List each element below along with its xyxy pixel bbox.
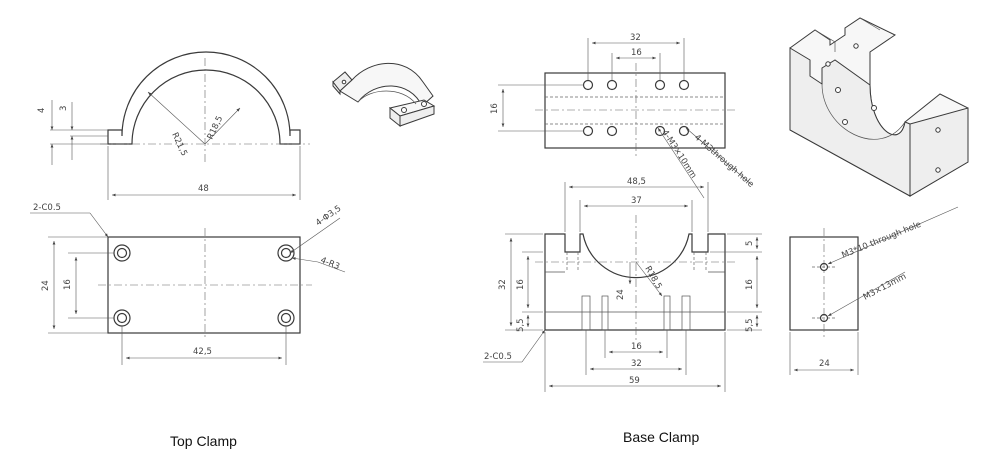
top-clamp-profile [107, 51, 301, 145]
base-dim-5-5-right: 5,5 [745, 318, 755, 332]
top-dim-r18: R18,5 [206, 115, 226, 142]
base-dim-37: 37 [631, 196, 642, 206]
base-clamp-top-view: 32 16 16 4-M3×10mm 4-M3through hole [490, 33, 756, 199]
base-dim-16-left: 16 [516, 279, 526, 290]
base-bottom-59: 59 [629, 376, 640, 386]
base-dim-32-left: 32 [498, 279, 508, 290]
base-chamfer: 2-C0.5 [484, 352, 512, 362]
base-dim-5-5-left: 5,5 [516, 318, 526, 332]
base-top-dim-32: 32 [630, 33, 641, 43]
base-dim-16-right: 16 [745, 279, 755, 290]
side-note-through: M3*10 through hole [840, 220, 922, 261]
base-clamp-label: Base Clamp [623, 429, 699, 445]
base-note-m3-10: 4-M3×10mm [659, 128, 698, 180]
base-top-side-16: 16 [490, 103, 500, 114]
mount-hole-tl [113, 244, 131, 262]
base-dim-48: 48,5 [627, 177, 646, 187]
base-clamp-iso-view [789, 17, 969, 197]
top-hole-note: 4-Φ3,5 [314, 204, 343, 229]
top-radius-note: 4-R3 [319, 256, 341, 273]
top-dim-r21: R21,5 [169, 131, 189, 158]
side-note-m3-13: M3×13mm [862, 272, 908, 303]
base-note-m3-through: 4-M3through hole [692, 133, 756, 190]
top-clamp-label: Top Clamp [170, 433, 237, 449]
base-dim-5-right: 5 [745, 241, 755, 246]
mount-hole-bl [113, 309, 131, 327]
base-dim-r18: R18,5 [642, 265, 663, 292]
top-clamp-plan-view: 2-C0.5 4-Φ3,5 4-R3 24 16 42,5 [30, 203, 346, 365]
base-clamp-front-view: 48,5 37 5 16 5,5 32 16 5,5 R18,5 24 [483, 177, 762, 392]
top-chamfer-note: 2-C0.5 [33, 203, 61, 213]
top-dim-16: 16 [63, 279, 73, 290]
base-clamp-side-view: M3*10 through hole M3×13mm 24 [789, 206, 959, 375]
base-bottom-16: 16 [631, 342, 642, 352]
base-front-outline [544, 233, 726, 331]
mount-hole-tr [277, 244, 295, 262]
top-clamp-plan-outline [107, 236, 301, 334]
top-clamp-iso-view [332, 62, 436, 128]
side-dim-24: 24 [819, 359, 830, 369]
top-dim-48: 48 [198, 184, 209, 194]
base-top-outline [544, 72, 726, 149]
base-top-dim-16: 16 [631, 48, 642, 58]
top-clamp-front-view: 4 3 R21,5 R18,5 48 [37, 51, 310, 200]
top-dim-24: 24 [41, 280, 51, 291]
base-dim-24: 24 [616, 289, 626, 300]
top-dim-4: 4 [37, 108, 47, 113]
top-dim-3: 3 [59, 106, 69, 111]
top-dim-42: 42,5 [193, 347, 212, 357]
base-bottom-32: 32 [631, 359, 642, 369]
mount-hole-br [277, 309, 295, 327]
